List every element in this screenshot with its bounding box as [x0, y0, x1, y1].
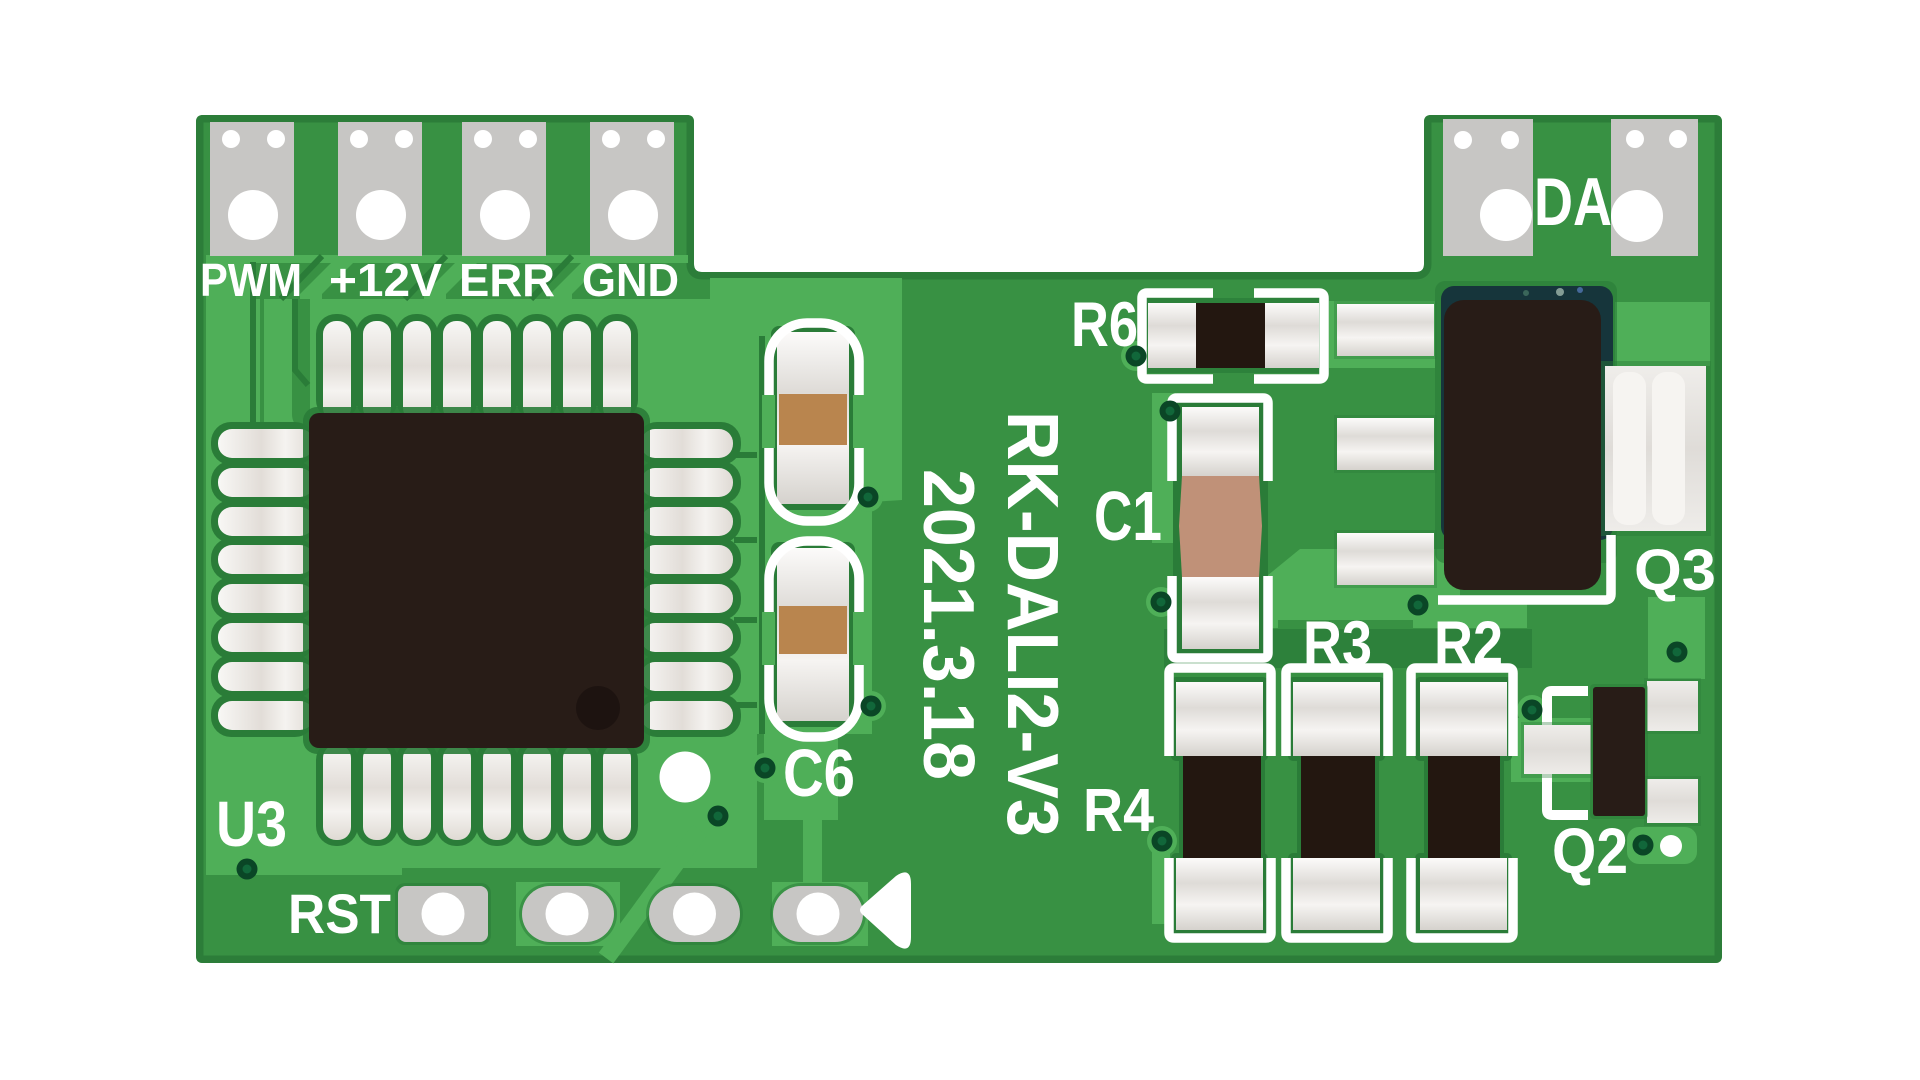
svg-text:R6: R6	[1071, 290, 1138, 360]
svg-text:R2: R2	[1434, 609, 1503, 679]
svg-text:Q3: Q3	[1634, 538, 1716, 603]
svg-text:2021.3.18: 2021.3.18	[908, 469, 988, 780]
svg-text:Q2: Q2	[1552, 815, 1628, 887]
svg-text:C1: C1	[1094, 477, 1162, 555]
svg-text:DA: DA	[1534, 164, 1612, 240]
svg-text:PWM: PWM	[200, 254, 302, 306]
svg-text:U3: U3	[216, 788, 287, 860]
svg-text:C6: C6	[783, 736, 855, 811]
svg-text:R3: R3	[1303, 609, 1372, 679]
svg-text:ERR: ERR	[459, 254, 555, 306]
svg-text:R4: R4	[1083, 776, 1154, 844]
svg-text:+12V: +12V	[329, 254, 442, 306]
svg-text:RST: RST	[288, 882, 391, 945]
svg-text:GND: GND	[582, 254, 679, 306]
svg-text:RK-DALI2-V3: RK-DALI2-V3	[992, 411, 1072, 837]
